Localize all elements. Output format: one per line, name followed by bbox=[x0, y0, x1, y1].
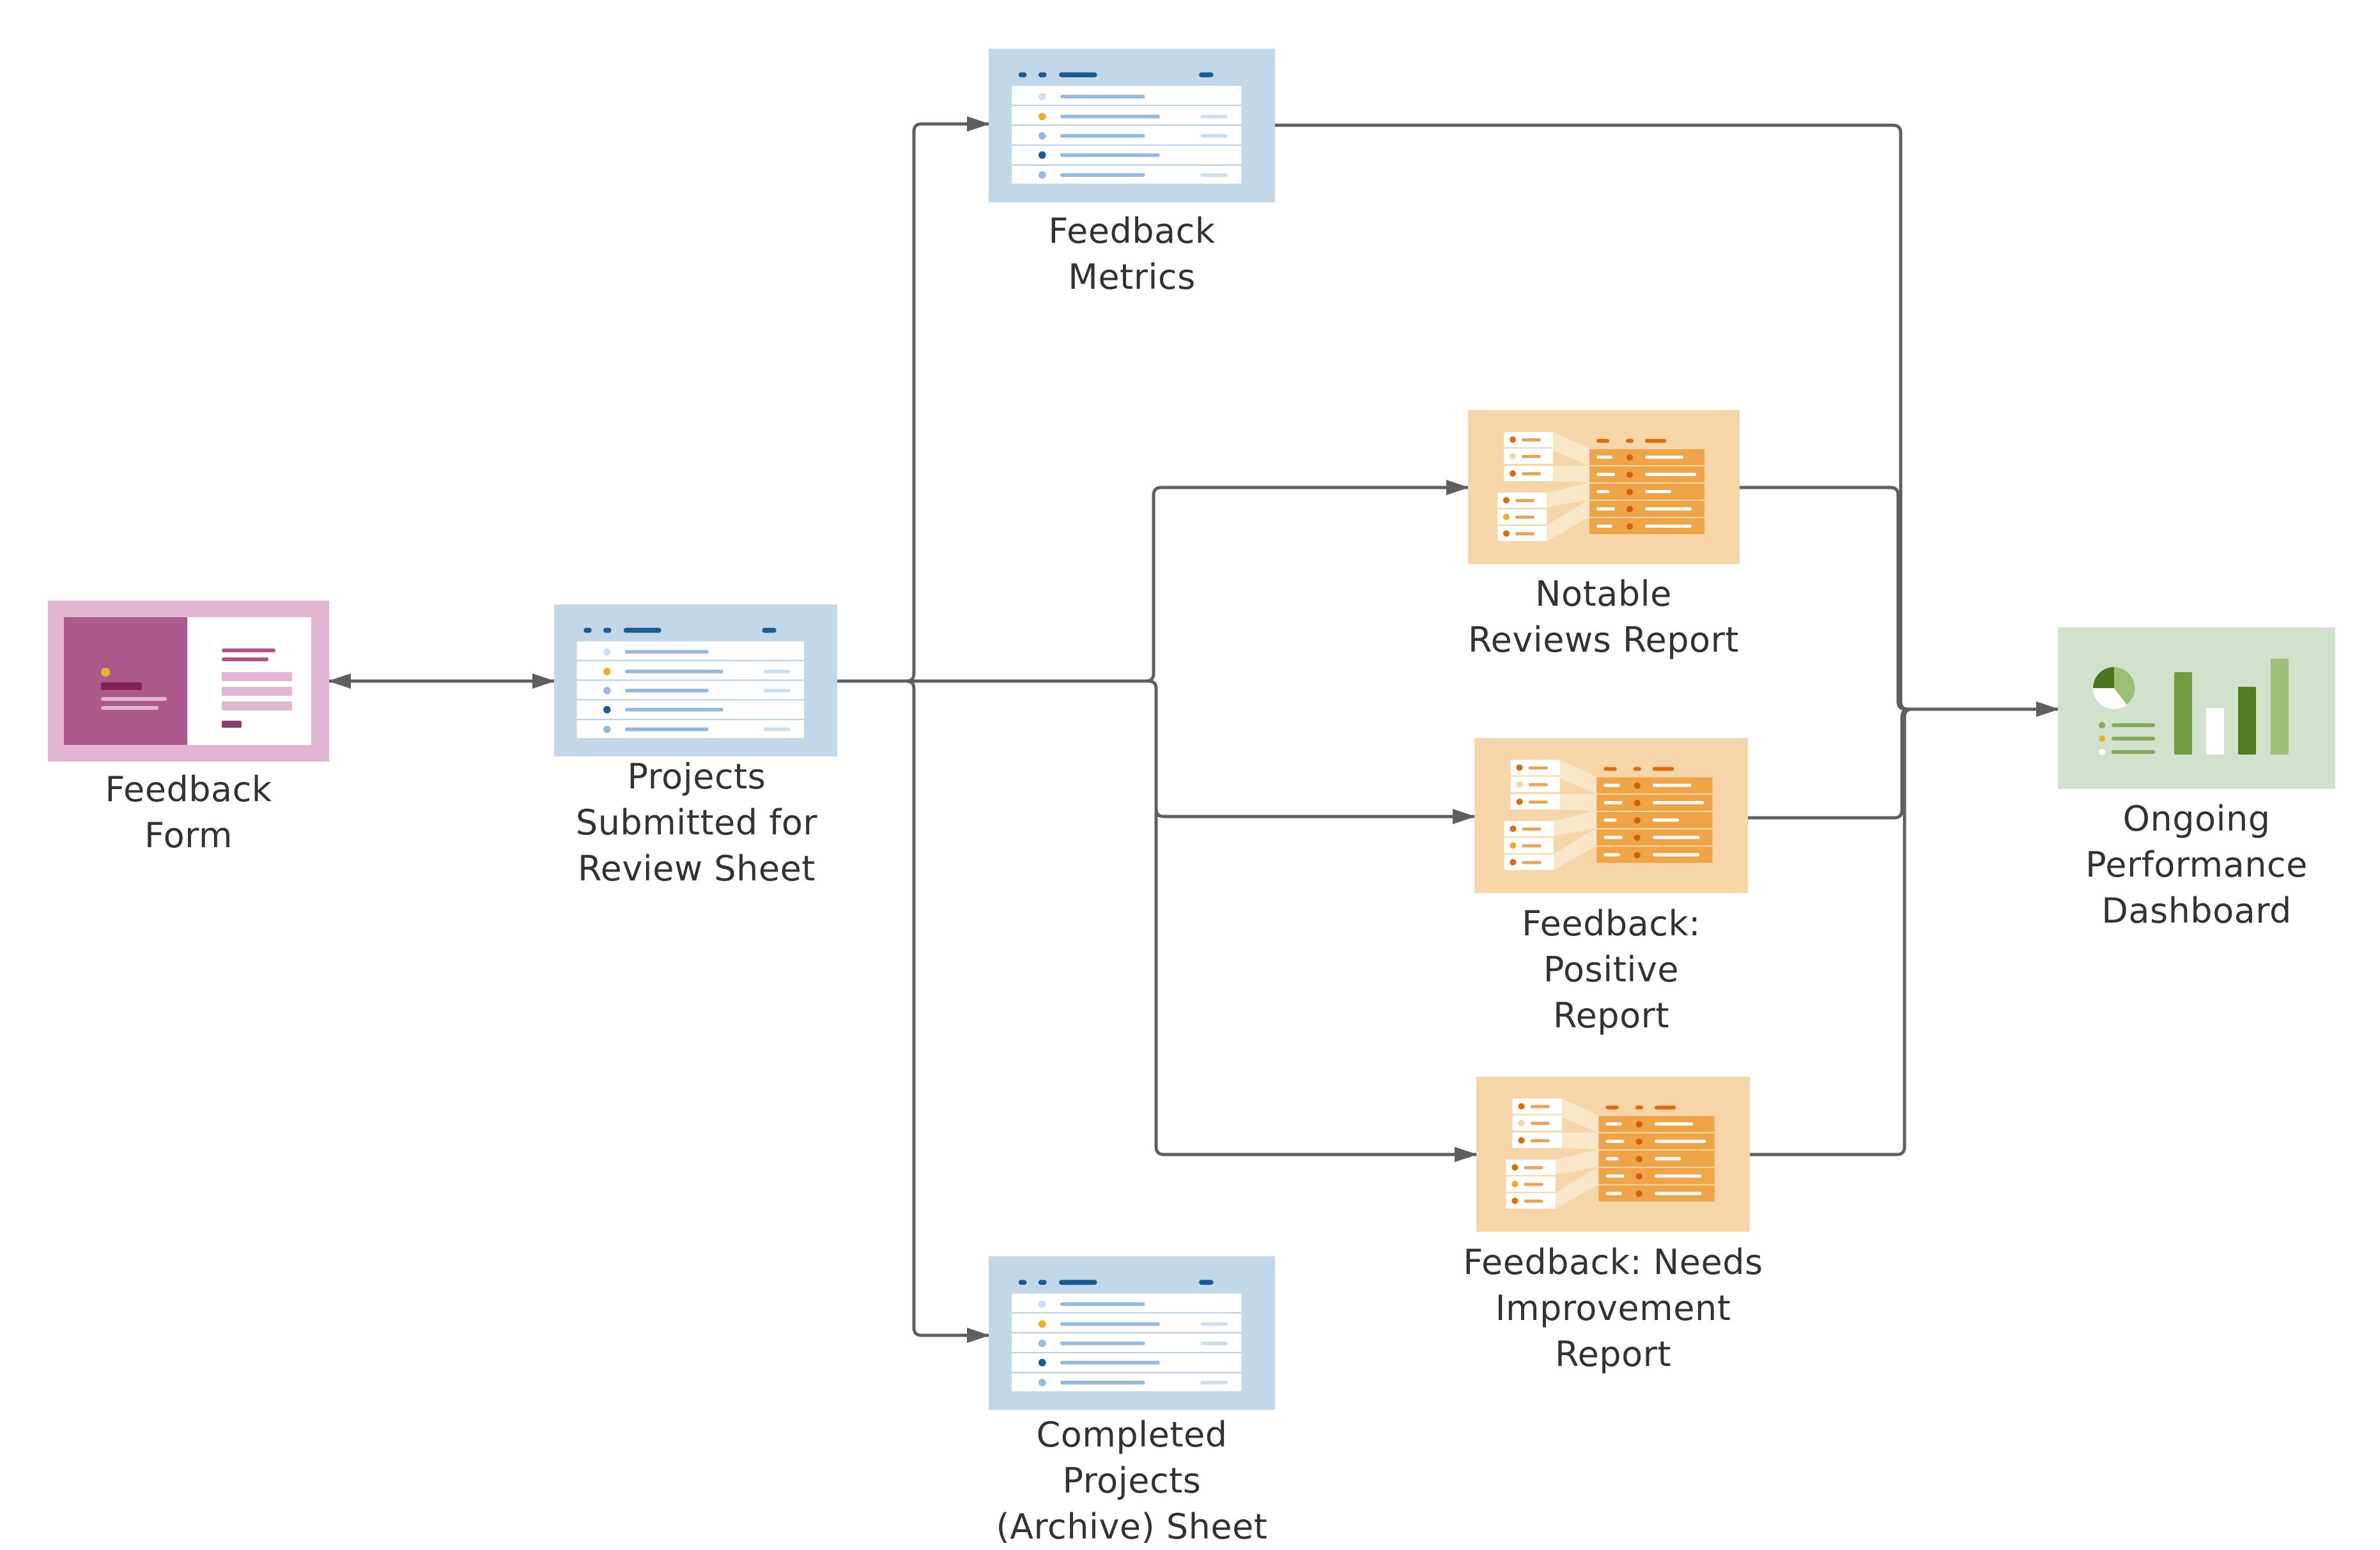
dashboard-icon bbox=[2058, 627, 2335, 789]
report-icon bbox=[1476, 1077, 1750, 1232]
label-completed-projects: Completed Projects (Archive) Sheet bbox=[996, 1415, 1268, 1547]
node-feedback-form[interactable] bbox=[48, 601, 329, 762]
label-feedback-metrics: Feedback Metrics bbox=[1048, 211, 1216, 297]
label-feedback-needs-improvement: Feedback: Needs Improvement Report bbox=[1463, 1242, 1763, 1374]
sheet-icon bbox=[989, 49, 1275, 203]
edge-projects-metrics bbox=[837, 116, 990, 683]
form-icon bbox=[48, 601, 329, 762]
node-feedback-needs-improvement[interactable] bbox=[1476, 1077, 1750, 1232]
node-completed-projects[interactable] bbox=[989, 1255, 1275, 1411]
pie-chart-icon bbox=[2093, 667, 2135, 709]
edge-projects-notable bbox=[837, 480, 1469, 683]
label-projects-submitted: Projects Submitted for Review Sheet bbox=[575, 756, 818, 889]
node-notable-reviews[interactable] bbox=[1468, 410, 1740, 564]
node-performance-dashboard[interactable] bbox=[2058, 627, 2335, 789]
node-feedback-positive[interactable] bbox=[1474, 738, 1748, 893]
label-feedback-form: Feedback Form bbox=[105, 769, 272, 856]
label-feedback-positive: Feedback: Positive Report bbox=[1522, 903, 1701, 1036]
edge-projects-needs bbox=[837, 679, 1478, 1162]
edge-notable-dashboard bbox=[1740, 486, 2059, 717]
sheet-icon bbox=[554, 604, 837, 756]
report-icon bbox=[1474, 738, 1748, 893]
node-feedback-metrics[interactable] bbox=[989, 48, 1275, 203]
label-notable-reviews: Notable Reviews Report bbox=[1468, 574, 1739, 660]
label-performance-dashboard: Ongoing Performance Dashboard bbox=[2085, 799, 2308, 931]
sheet-icon bbox=[989, 1256, 1275, 1410]
report-icon bbox=[1468, 410, 1740, 564]
edge-needs-dashboard bbox=[1750, 702, 2059, 1156]
node-projects-submitted[interactable] bbox=[554, 604, 837, 757]
